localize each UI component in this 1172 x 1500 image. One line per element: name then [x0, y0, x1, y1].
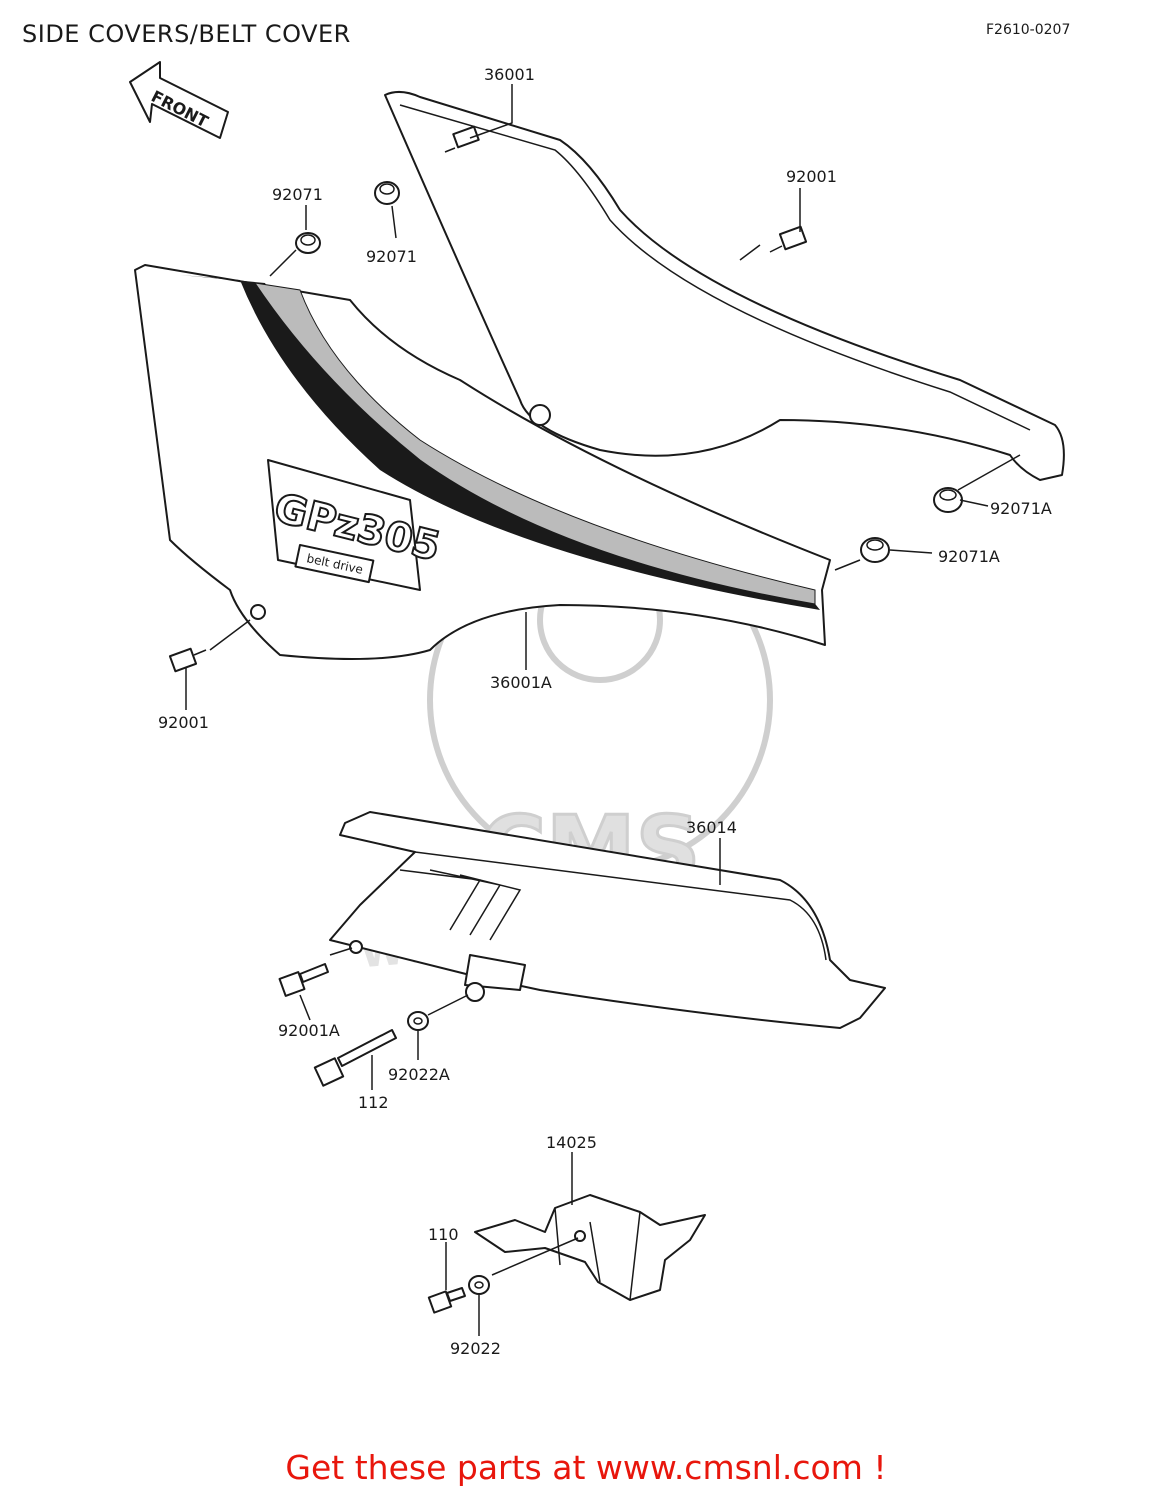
bolt-112 [313, 1029, 397, 1087]
diagram-title: SIDE COVERS/BELT COVER [22, 20, 351, 48]
label-92071A-b: 92071A [938, 547, 1000, 566]
label-92071-top: 92071 [272, 185, 323, 204]
label-92001-right: 92001 [786, 167, 837, 186]
side-cover-36001 [384, 91, 1065, 481]
label-92022: 92022 [450, 1339, 501, 1358]
label-36001: 36001 [484, 65, 535, 84]
label-92022A: 92022A [388, 1065, 450, 1084]
screw-36001-top [444, 125, 480, 153]
grommet-92071-mid [374, 181, 400, 205]
label-92001A: 92001A [278, 1021, 340, 1040]
washer-92022A [407, 1011, 429, 1031]
screw-92001-right [769, 225, 808, 253]
label-110: 110 [428, 1225, 459, 1244]
label-92071A-a: 92071A [990, 499, 1052, 518]
grommet-92071A-a [933, 487, 963, 513]
label-36014: 36014 [686, 818, 737, 837]
side-cover-36001A: GPz305 belt drive [134, 264, 831, 660]
part-labels: 36001 92071 92071 92001 92071A 92071A 36… [158, 65, 1052, 1358]
bolt-92001A [278, 963, 329, 997]
belt-cover-36014 [329, 811, 886, 1029]
label-14025: 14025 [546, 1133, 597, 1152]
figure-code: F2610-0207 [986, 22, 1071, 38]
grommet-92071-top [295, 232, 321, 254]
label-36001A: 36001A [490, 673, 552, 692]
label-92001-left: 92001 [158, 713, 209, 732]
label-92071-mid: 92071 [366, 247, 417, 266]
label-112: 112 [358, 1093, 389, 1112]
guard-14025 [474, 1194, 706, 1301]
buy-parts-link[interactable]: Get these parts at www.cmsnl.com ! [285, 1448, 887, 1487]
front-arrow: FRONT [129, 61, 229, 139]
gpz-decal: GPz305 belt drive [267, 459, 446, 591]
leader-lines [185, 84, 1021, 1336]
screw-92001-left [168, 647, 207, 673]
bolt-110 [427, 1287, 466, 1314]
washer-92022 [468, 1275, 490, 1295]
grommet-92071A-b [860, 537, 890, 563]
